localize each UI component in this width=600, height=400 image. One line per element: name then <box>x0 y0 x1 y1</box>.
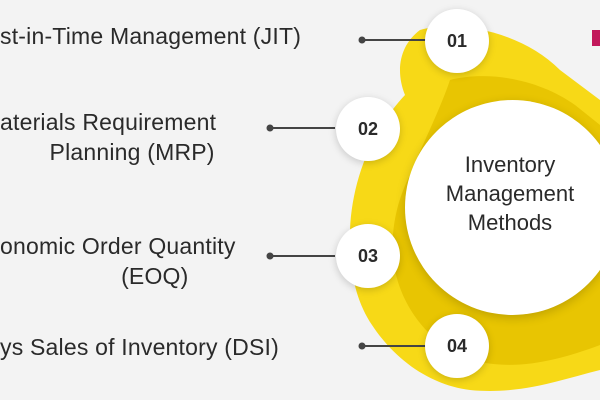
method-label-03: onomic Order Quantity (EOQ) <box>0 232 236 292</box>
method-label-01: st-in-Time Management (JIT) <box>0 22 301 52</box>
number-badge-04: 04 <box>425 314 489 378</box>
number-02: 02 <box>357 118 379 139</box>
number-badge-02: 02 <box>336 97 400 161</box>
connector-dot-01 <box>358 36 366 44</box>
number-badge-01: 01 <box>425 9 489 73</box>
center-title-line-2: Management <box>445 181 575 207</box>
connector-dot-04 <box>358 342 366 350</box>
method-label-03-line-1: onomic Order Quantity <box>0 233 236 259</box>
number-03: 03 <box>357 245 379 266</box>
center-circle <box>405 100 600 315</box>
number-01: 01 <box>446 30 468 51</box>
center-title-line-1: Inventory <box>464 152 556 177</box>
method-label-02: aterials Requirement Planning (MRP) <box>0 108 216 168</box>
number-04: 04 <box>446 335 468 356</box>
method-label-01-line-1: st-in-Time Management (JIT) <box>0 23 302 49</box>
connector-dot-02 <box>266 124 274 132</box>
center-title-line-3: Methods <box>467 210 553 236</box>
method-label-02-line-1: aterials Requirement <box>0 109 217 135</box>
connector-dot-03 <box>266 252 274 260</box>
method-label-04-line-1: ys Sales of Inventory (DSI) <box>0 334 279 360</box>
number-badge-03: 03 <box>336 224 400 288</box>
method-label-04: ys Sales of Inventory (DSI) <box>0 333 279 363</box>
brand-mark <box>592 30 600 46</box>
center-title: Inventory Management Methods <box>430 150 590 237</box>
method-label-02-line-2: Planning (MRP) <box>49 138 215 165</box>
method-label-03-line-2: (EOQ) <box>121 262 189 289</box>
